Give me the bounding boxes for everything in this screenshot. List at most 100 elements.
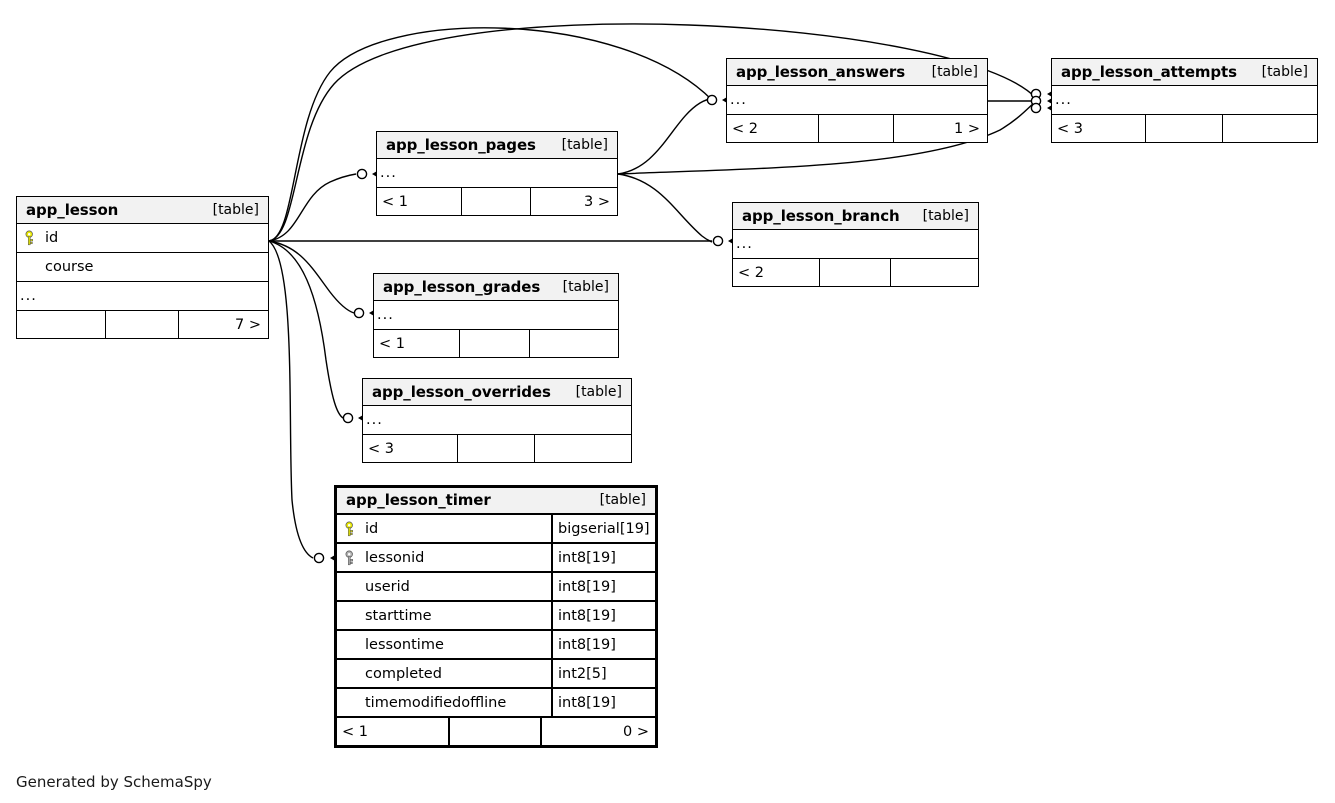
hidden-columns-row-app_lesson_branch: ...	[733, 230, 978, 259]
column-label: id	[365, 520, 379, 537]
table-name-app_lesson_grades: app_lesson_grades	[383, 277, 541, 296]
footer-middle-cell	[820, 259, 891, 286]
child-relationship-count	[535, 435, 630, 462]
column-label: course	[45, 259, 94, 275]
table-node-app_lesson[interactable]: app_lesson[table]id course... 7 >	[16, 196, 269, 339]
ellipsis-label: ...	[377, 307, 394, 323]
child-relationship-count: 3 >	[584, 193, 610, 210]
column-type-cell: bigserial[19]	[551, 515, 655, 542]
table-node-app_lesson_overrides[interactable]: app_lesson_overrides[table]... < 3	[362, 378, 632, 463]
optional-marker-app_lesson_attempts	[1030, 95, 1042, 107]
relationship-app_lesson-to-app_lesson_overrides	[268, 240, 344, 419]
footer-middle-cell	[462, 188, 531, 215]
column-row-app_lesson_timer-completed[interactable]: completed int2[5]	[337, 660, 655, 689]
column-type-cell: int8[19]	[551, 689, 655, 716]
column-row-app_lesson_timer-lessonid[interactable]: lessonid int8[19]	[337, 544, 655, 573]
table-header-app_lesson_pages: app_lesson_pages[table]	[377, 132, 617, 159]
table-footer-app_lesson_grades: < 1	[374, 330, 618, 357]
key-icon-primary	[24, 230, 40, 246]
child-relationship-count: 0 >	[623, 723, 649, 740]
column-row-app_lesson_timer-lessontime[interactable]: lessontime int8[19]	[337, 631, 655, 660]
relationship-app_lesson-to-app_lesson_grades	[268, 240, 355, 314]
relationship-app_lesson_pages-to-app_lesson_branch	[617, 173, 713, 243]
table-footer-app_lesson_branch: < 2	[733, 259, 978, 286]
table-footer-app_lesson_attempts: < 3	[1052, 115, 1317, 142]
column-name-cell: completed	[337, 666, 551, 682]
column-type-cell: int8[19]	[551, 602, 655, 629]
table-footer-app_lesson_pages: < 1 3 >	[377, 188, 617, 215]
column-type-cell: int2[5]	[551, 660, 655, 687]
optional-marker-app_lesson_pages	[356, 168, 368, 180]
table-node-app_lesson_grades[interactable]: app_lesson_grades [table]... < 1	[373, 273, 619, 358]
column-name-cell: userid	[337, 579, 551, 595]
parent-relationship-count: < 1	[374, 330, 460, 357]
optional-marker-app_lesson_overrides	[342, 412, 354, 424]
parent-relationship-count: < 1	[337, 718, 450, 745]
footer-middle-cell	[1146, 115, 1223, 142]
table-header-app_lesson: app_lesson[table]	[17, 197, 268, 224]
table-type-label-app_lesson_answers: [table]	[931, 63, 978, 80]
column-name-cell: starttime	[337, 608, 551, 624]
relationship-app_lesson_pages-to-app_lesson_answers	[617, 98, 713, 175]
ellipsis-label: ...	[366, 412, 383, 428]
column-label: completed	[365, 665, 442, 682]
table-node-app_lesson_branch[interactable]: app_lesson_branch[table]...< 2	[732, 202, 979, 287]
column-name-cell: id	[17, 230, 268, 246]
optional-marker-app_lesson_answers	[706, 94, 718, 106]
table-type-label-app_lesson_attempts: [table]	[1261, 63, 1308, 80]
relationship-app_lesson-to-app_lesson_pages	[268, 173, 357, 242]
column-type-cell: int8[19]	[551, 631, 655, 658]
column-label: id	[45, 230, 59, 246]
optional-marker-app_lesson_attempts	[1030, 102, 1042, 114]
hidden-columns-row-app_lesson_grades: ...	[374, 301, 618, 330]
column-type-cell: int8[19]	[551, 544, 655, 571]
parent-relationship-count	[17, 311, 106, 338]
table-header-app_lesson_attempts: app_lesson_attempts [table]	[1052, 59, 1317, 86]
column-label: lessontime	[365, 636, 444, 653]
ellipsis-label: ...	[730, 92, 747, 108]
parent-relationship-count: < 1	[377, 188, 462, 215]
hidden-columns-row-app_lesson_overrides: ...	[363, 406, 631, 435]
column-row-app_lesson_timer-userid[interactable]: userid int8[19]	[337, 573, 655, 602]
column-label: timemodifiedoffline	[365, 694, 507, 711]
column-row-app_lesson-course[interactable]: course	[17, 253, 268, 282]
table-footer-app_lesson_timer: < 1 0 >	[337, 718, 655, 745]
key-icon-foreign	[344, 550, 360, 566]
table-header-app_lesson_overrides: app_lesson_overrides[table]	[363, 379, 631, 406]
generator-credit: Generated by SchemaSpy	[16, 773, 212, 791]
key-icon-primary	[344, 521, 360, 537]
table-header-app_lesson_grades: app_lesson_grades [table]	[374, 274, 618, 301]
column-label: starttime	[365, 607, 432, 624]
ellipsis-label: ...	[736, 236, 753, 252]
hidden-columns-row-app_lesson_pages: ...	[377, 159, 617, 188]
column-name-cell: lessontime	[337, 637, 551, 653]
column-row-app_lesson_timer-starttime[interactable]: starttime int8[19]	[337, 602, 655, 631]
table-type-label-app_lesson_grades: [table]	[562, 278, 609, 295]
parent-relationship-count: < 2	[733, 259, 820, 286]
table-node-app_lesson_pages[interactable]: app_lesson_pages[table]...< 1 3 >	[376, 131, 618, 216]
hidden-columns-row-app_lesson_attempts: ...	[1052, 86, 1317, 115]
footer-middle-cell	[819, 115, 894, 142]
column-row-app_lesson_timer-timemodifiedoffline[interactable]: timemodifiedoffline int8[19]	[337, 689, 655, 718]
table-node-app_lesson_attempts[interactable]: app_lesson_attempts [table]...< 3	[1051, 58, 1318, 143]
child-relationship-count	[530, 330, 617, 357]
table-name-app_lesson_timer: app_lesson_timer	[346, 491, 491, 509]
child-relationship-count: 1 >	[954, 120, 980, 137]
column-label: userid	[365, 578, 410, 595]
column-label: lessonid	[365, 549, 425, 566]
parent-relationship-count: < 3	[1052, 115, 1146, 142]
table-footer-app_lesson_overrides: < 3	[363, 435, 631, 462]
table-name-app_lesson_attempts: app_lesson_attempts	[1061, 62, 1237, 81]
hidden-columns-row-app_lesson: ...	[17, 282, 268, 311]
footer-middle-cell	[460, 330, 530, 357]
child-relationship-count: 7 >	[235, 316, 261, 333]
column-name-cell: timemodifiedoffline	[337, 695, 551, 711]
column-type-cell: int8[19]	[551, 573, 655, 600]
column-row-app_lesson-id[interactable]: id	[17, 224, 268, 253]
ellipsis-label: ...	[20, 288, 37, 304]
column-row-app_lesson_timer-id[interactable]: id bigserial[19]	[337, 515, 655, 544]
optional-marker-app_lesson_attempts	[1030, 88, 1042, 100]
